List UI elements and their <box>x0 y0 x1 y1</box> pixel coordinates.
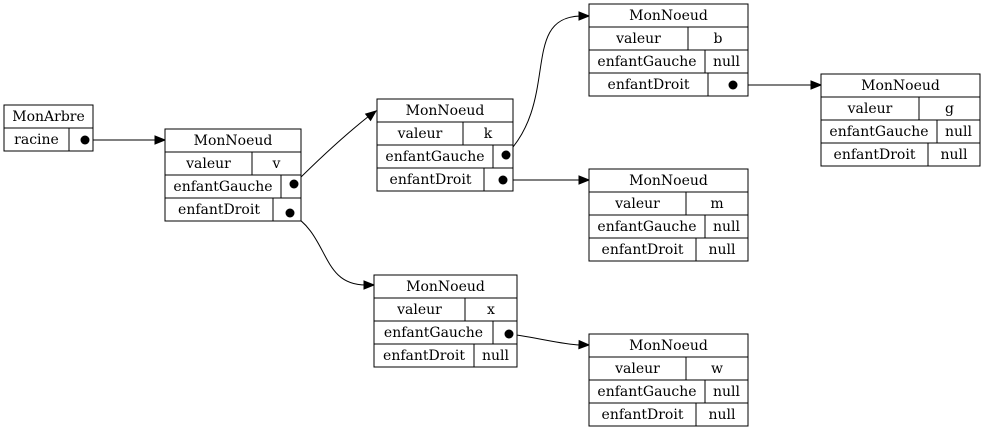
field-value: null <box>482 348 510 364</box>
racine-pointer-dot <box>80 135 90 145</box>
field-label: valeur <box>397 126 443 142</box>
field-value: k <box>484 126 493 142</box>
arrowhead-icon <box>154 135 167 145</box>
field-label: enfantGauche <box>597 384 696 400</box>
field-value: null <box>713 384 741 400</box>
field-value: null <box>713 54 741 70</box>
pointer-dot <box>501 150 511 160</box>
arrowhead-icon <box>578 175 591 185</box>
pointer-edge <box>505 15 581 156</box>
node-x: MonNoeud valeur x enfantGauche enfantDro… <box>373 274 518 368</box>
arrowhead-icon <box>810 80 823 90</box>
field-value: v <box>272 156 281 172</box>
field-value: b <box>714 31 723 47</box>
node-title: MonNoeud <box>629 338 708 354</box>
field-value: m <box>710 196 723 212</box>
field-label: enfantDroit <box>608 77 690 93</box>
arrowhead-icon <box>364 110 378 122</box>
field-label: enfantDroit <box>390 172 472 188</box>
pointer-dot <box>504 329 514 339</box>
field-label: valeur <box>614 196 660 212</box>
tree-field-racine: racine <box>14 132 59 148</box>
pointer-dot <box>289 179 299 189</box>
field-label: enfantDroit <box>602 407 684 423</box>
pointer-dot <box>498 175 508 185</box>
field-label: enfantDroit <box>383 348 465 364</box>
node-title: MonNoeud <box>406 103 485 119</box>
field-value: null <box>709 407 737 423</box>
node-title: MonNoeud <box>194 133 273 149</box>
arrowhead-icon <box>363 280 376 290</box>
node-m: MonNoeud valeur m enfantGauche null enfa… <box>588 168 749 262</box>
field-value: null <box>945 124 973 140</box>
node-title: MonNoeud <box>629 8 708 24</box>
field-label: enfantGauche <box>385 149 484 165</box>
node-v: MonNoeud valeur v enfantGauche enfantDro… <box>164 128 302 222</box>
pointer-edge <box>289 212 367 286</box>
tree-box: MonArbre racine <box>3 104 94 152</box>
node-k: MonNoeud valeur k enfantGauche enfantDro… <box>376 98 514 192</box>
arrowhead-icon <box>578 339 591 350</box>
tree-title: MonArbre <box>12 109 85 125</box>
field-label: enfantGauche <box>597 54 696 70</box>
field-label: enfantDroit <box>602 242 684 258</box>
pointer-edge <box>508 333 581 346</box>
field-value: x <box>487 302 495 318</box>
pointer-dot <box>728 80 738 90</box>
field-label: enfantDroit <box>834 147 916 163</box>
field-value: w <box>711 361 723 377</box>
field-label: enfantGauche <box>829 124 928 140</box>
field-label: enfantGauche <box>597 219 696 235</box>
node-title: MonNoeud <box>861 78 940 94</box>
field-label: valeur <box>847 101 893 117</box>
node-title: MonNoeud <box>629 173 708 189</box>
field-label: valeur <box>614 361 660 377</box>
field-label: valeur <box>615 31 661 47</box>
pointer-dot <box>285 208 295 218</box>
node-b: MonNoeud valeur b enfantGauche null enfa… <box>588 3 749 97</box>
field-label: valeur <box>396 302 442 318</box>
node-w: MonNoeud valeur w enfantGauche null enfa… <box>588 333 749 427</box>
field-label: valeur <box>185 156 231 172</box>
field-label: enfantGauche <box>173 179 272 195</box>
field-label: enfantDroit <box>178 202 260 218</box>
node-g: MonNoeud valeur g enfantGauche null enfa… <box>820 73 981 167</box>
pointer-edge <box>293 115 370 185</box>
field-label: enfantGauche <box>384 325 483 341</box>
node-title: MonNoeud <box>406 279 485 295</box>
arrowhead-icon <box>578 11 591 21</box>
field-value: null <box>709 242 737 258</box>
field-value: null <box>713 219 741 235</box>
field-value: g <box>945 101 954 117</box>
field-value: null <box>941 147 969 163</box>
